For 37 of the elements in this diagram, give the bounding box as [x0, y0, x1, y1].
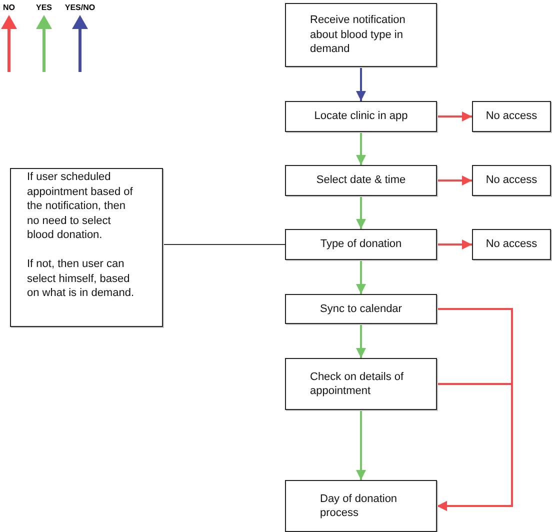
- step-label: No access: [486, 237, 538, 252]
- step-label: Select date & time: [316, 173, 406, 188]
- process-box: [285, 165, 437, 196]
- step-label: No access: [486, 109, 538, 124]
- legend-label: YES: [36, 3, 52, 13]
- process-box: [472, 229, 551, 260]
- process-box: [472, 101, 551, 132]
- step-label: Check on details of appointment: [310, 370, 405, 398]
- arrow: [356, 132, 366, 165]
- legend-label: NO: [3, 3, 15, 13]
- process-box: [472, 165, 551, 196]
- note-text: If not, then user can select himself, based on what is in demand.: [27, 257, 136, 300]
- note-box: [10, 168, 163, 327]
- connector-line: [162, 244, 286, 245]
- step-label: No access: [486, 173, 538, 188]
- arrow: [437, 176, 472, 186]
- step-label: Locate clinic in app: [314, 109, 408, 124]
- arrow: [356, 260, 366, 294]
- note-text: If user scheduled appointment based of the notification, then no need to select blood donation.: [27, 170, 134, 242]
- arrow: [356, 324, 366, 358]
- arrow: [437, 383, 513, 511]
- process-box: [285, 358, 437, 410]
- arrow: [356, 67, 366, 101]
- process-box: [285, 229, 437, 260]
- arrow: [356, 410, 366, 480]
- step-label: Receive notification about blood type in demand: [310, 13, 406, 57]
- process-box: [285, 101, 437, 132]
- process-box: [285, 3, 437, 67]
- arrow: [437, 112, 472, 122]
- process-box: [285, 294, 437, 324]
- step-label: Day of donation process: [320, 492, 398, 520]
- step-label: Sync to calendar: [320, 302, 402, 316]
- step-label: Type of donation: [320, 237, 402, 252]
- process-box: [285, 480, 437, 532]
- arrow: [356, 196, 366, 229]
- arrow: [437, 240, 472, 250]
- legend-label: YES/NO: [64, 3, 96, 13]
